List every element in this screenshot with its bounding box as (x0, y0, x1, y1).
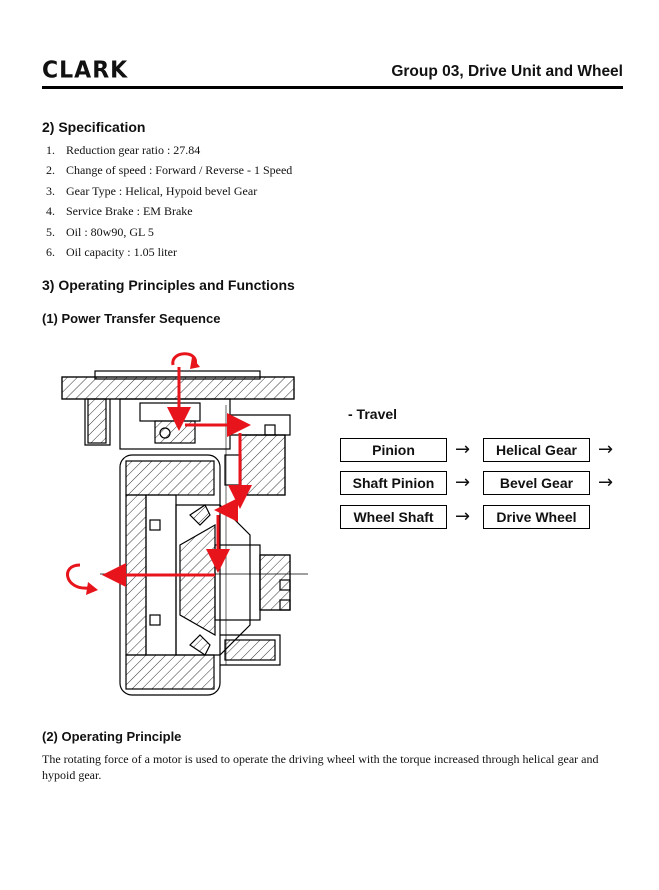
operating-principle-text: The rotating force of a motor is used to… (42, 752, 599, 782)
flow-box-wheel-shaft: Wheel Shaft (340, 505, 447, 529)
specification-list: 1.Reduction gear ratio : 27.84 2.Change … (46, 143, 292, 265)
flow-arrow: → (455, 506, 471, 527)
drive-unit-cross-section-drawing (61, 352, 308, 696)
flow-arrow: → (598, 439, 614, 460)
flow-box-drive-wheel: Drive Wheel (483, 505, 590, 529)
list-item: 2.Change of speed : Forward / Reverse - … (46, 163, 293, 178)
flow-box-shaft-pinion: Shaft Pinion (340, 471, 447, 495)
list-item: 4.Service Brake : EM Brake (46, 204, 193, 219)
power-transfer-heading: (1) Power Transfer Sequence (42, 311, 221, 326)
flow-box-helical-gear: Helical Gear (483, 438, 590, 462)
header-rule (42, 86, 623, 89)
list-item: 5.Oil : 80w90, GL 5 (46, 224, 154, 239)
flow-arrow: → (455, 439, 471, 460)
flow-box-pinion: Pinion (340, 438, 447, 462)
travel-label: - Travel (348, 406, 398, 422)
operating-principles-heading: 3) Operating Principles and Functions (42, 277, 295, 293)
operating-principle-heading: (2) Operating Principle (42, 729, 182, 744)
list-item: 6.Oil capacity : 1.05 liter (46, 244, 177, 259)
flow-arrow: → (598, 472, 614, 493)
page-group-title: Group 03, Drive Unit and Wheel (391, 63, 623, 80)
specification-heading: 2) Specification (42, 119, 146, 135)
flow-box-bevel-gear: Bevel Gear (483, 471, 590, 495)
list-item: 1.Reduction gear ratio : 27.84 (46, 143, 201, 157)
list-item: 3.Gear Type : Helical, Hypoid bevel Gear (46, 183, 258, 198)
clark-logo: CLARK (42, 57, 129, 84)
flow-arrow: → (455, 472, 471, 493)
